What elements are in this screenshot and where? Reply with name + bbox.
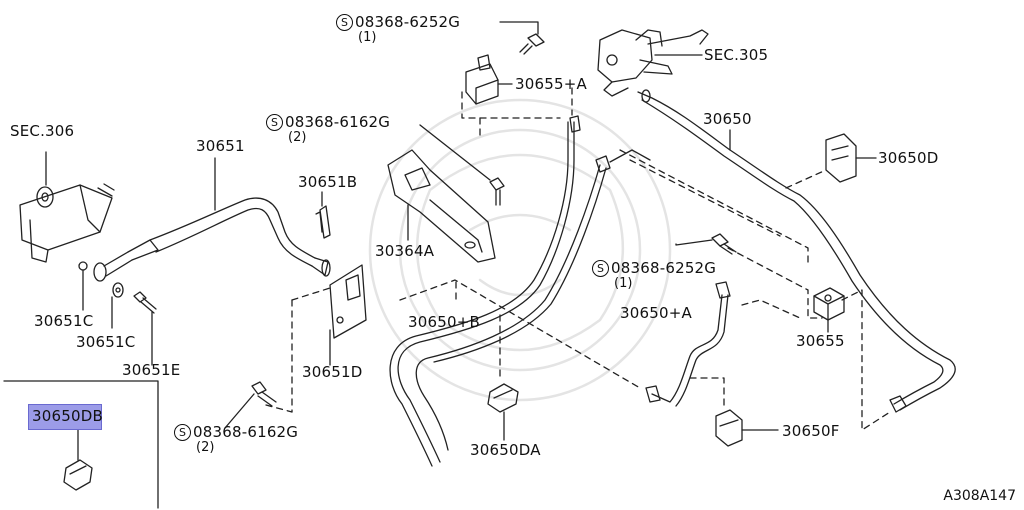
screw-symbol: S xyxy=(592,260,609,277)
highlighted-part-box xyxy=(28,404,102,430)
clip-30650DA xyxy=(487,383,519,441)
label-30651C-a[interactable]: 30651C xyxy=(34,312,94,330)
clip-30650F xyxy=(715,409,779,447)
bolt-part-number[interactable]: 08368-6162G xyxy=(193,423,299,441)
label-30650DA[interactable]: 30650DA xyxy=(470,441,541,459)
inset-frame xyxy=(3,380,159,509)
label-30650DB[interactable]: 30650DB xyxy=(32,407,103,425)
bolt-30651E xyxy=(133,291,157,314)
pipe-30650 xyxy=(637,89,956,413)
screw-symbol: S xyxy=(174,424,191,441)
master-cylinder-sec305 xyxy=(597,29,709,97)
label-30655[interactable]: 30655 xyxy=(796,332,845,350)
bracket-30651D xyxy=(265,264,367,413)
label-30650[interactable]: 30650 xyxy=(703,110,752,128)
label-30651[interactable]: 30651 xyxy=(196,137,245,155)
bolt-quantity: (2) xyxy=(288,130,307,145)
label-30650A[interactable]: 30650+A xyxy=(620,304,692,322)
label-sec305: SEC.305 xyxy=(704,46,769,64)
bolt-08368-6162G-lower xyxy=(224,381,277,429)
bolt-quantity: (2) xyxy=(196,440,215,455)
clip-30651B xyxy=(315,191,331,239)
junction-30655A xyxy=(461,54,573,141)
label-30651C-b[interactable]: 30651C xyxy=(76,333,136,351)
label-30651D[interactable]: 30651D xyxy=(302,363,363,381)
bolt-part-number[interactable]: 08368-6252G xyxy=(355,13,461,31)
pipe-30650B xyxy=(389,115,651,467)
leader-dashed-lines xyxy=(399,149,891,431)
washer-30651C-b xyxy=(112,282,124,298)
label-30651E[interactable]: 30651E xyxy=(122,361,181,379)
clutch-cylinder-sec306 xyxy=(19,151,115,263)
label-30650B[interactable]: 30650+B xyxy=(408,313,480,331)
bolt-part-number[interactable]: 08368-6162G xyxy=(285,113,391,131)
label-sec306: SEC.306 xyxy=(10,122,75,140)
hose-30651 xyxy=(93,157,331,282)
bracket-30364A xyxy=(387,149,496,263)
screw-symbol: S xyxy=(336,14,353,31)
junction-30655 xyxy=(813,287,845,333)
label-30650D[interactable]: 30650D xyxy=(878,149,939,167)
label-30651B[interactable]: 30651B xyxy=(298,173,358,191)
label-30364A[interactable]: 30364A xyxy=(375,242,435,260)
bolt-part-number[interactable]: 08368-6252G xyxy=(611,259,717,277)
clip-30650D xyxy=(785,133,877,189)
label-30650F[interactable]: 30650F xyxy=(782,422,840,440)
clip-30650DB-inset xyxy=(63,429,93,491)
bolt-08368-6252G-top xyxy=(499,21,545,55)
bolt-08368-6162G-upper xyxy=(419,124,505,206)
washer-30651C-a xyxy=(78,261,88,271)
bolt-quantity: (1) xyxy=(358,30,377,45)
bolt-08368-6252G-right xyxy=(675,233,737,255)
pipe-30650A xyxy=(645,281,731,407)
screw-symbol: S xyxy=(266,114,283,131)
bolt-quantity: (1) xyxy=(614,276,633,291)
diagram-code: A308A147 xyxy=(943,488,1016,504)
label-30655A[interactable]: 30655+A xyxy=(515,75,587,93)
